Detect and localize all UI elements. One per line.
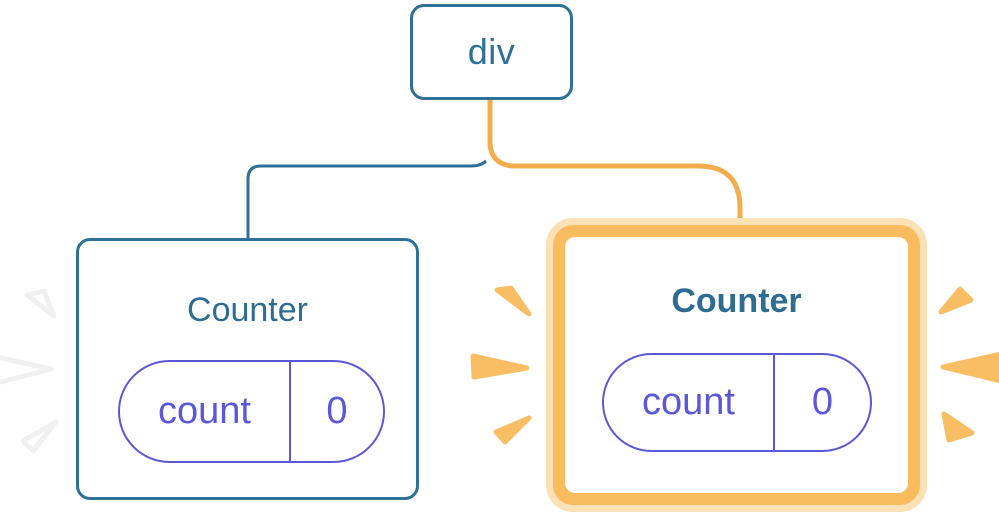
burst-ray-icon <box>470 353 530 380</box>
state-value: 0 <box>326 390 348 432</box>
edge-to-right-counter <box>487 96 743 230</box>
edge-to-right-counter-casing <box>481 96 749 230</box>
counter-card-left: Counter count 0 <box>76 238 419 500</box>
root-node-label: div <box>467 31 516 72</box>
burst-ray-icon <box>0 355 54 385</box>
burst-ray-icon <box>940 351 999 384</box>
card-title: Counter <box>671 282 802 320</box>
burst-ray-icon <box>20 419 59 454</box>
root-node-div: div <box>410 4 573 100</box>
state-key: count <box>604 355 775 450</box>
burst-ray-icon <box>938 286 974 315</box>
burst-middle-orange-icon <box>470 285 532 445</box>
burst-left-white-icon <box>0 288 59 454</box>
burst-right-orange-icon <box>938 286 999 443</box>
edge-to-left-counter <box>246 98 493 241</box>
card-title: Counter <box>187 291 308 329</box>
counter-card-right-inner: Counter count 0 <box>565 237 908 493</box>
burst-ray-icon <box>24 288 57 319</box>
counter-card-right: Counter count 0 <box>553 225 920 505</box>
burst-ray-icon <box>494 285 532 317</box>
state-pill: count 0 <box>602 353 872 452</box>
state-key: count <box>120 362 291 461</box>
state-value: 0 <box>811 381 834 423</box>
state-pill: count 0 <box>118 360 385 463</box>
burst-ray-icon <box>941 411 975 443</box>
burst-ray-icon <box>493 415 532 445</box>
